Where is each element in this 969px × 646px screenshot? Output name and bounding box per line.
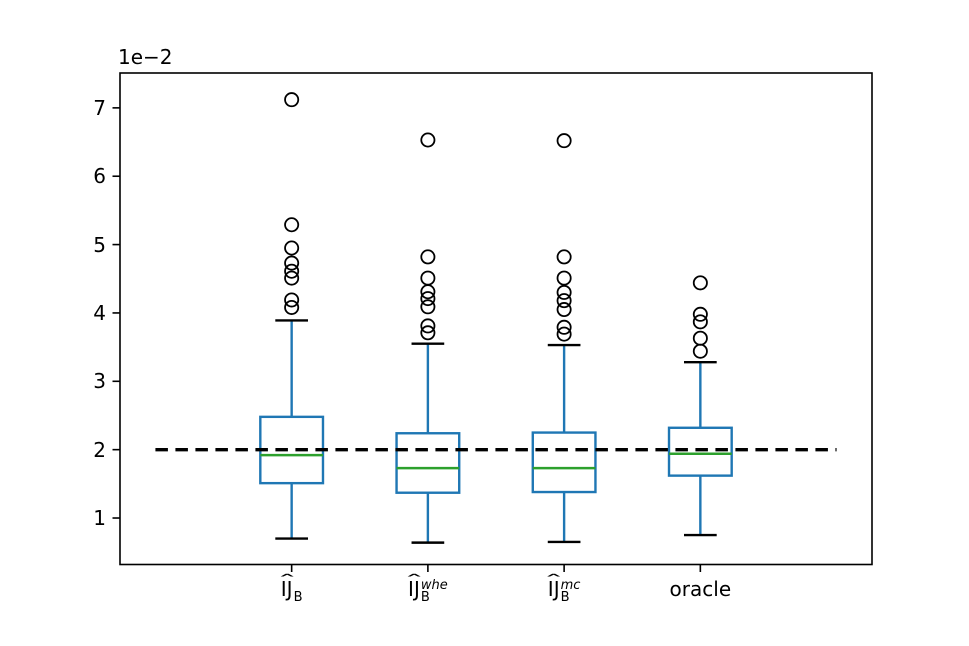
outlier-point (556, 293, 572, 309)
outlier-point (420, 318, 436, 334)
hat-accent: ˆ (276, 571, 298, 589)
y-tick-label-4: 4 (93, 300, 106, 325)
x-tick-label-oracle: oracle (670, 578, 732, 600)
outlier-point (692, 275, 708, 291)
label-main-text: IJ (408, 577, 420, 601)
y-tick-label-1: 1 (93, 506, 106, 531)
outlier-point (284, 292, 300, 308)
hat-accent: ˆ (403, 571, 425, 589)
outlier-point (284, 217, 300, 233)
box-iqr (667, 426, 733, 477)
outlier-point (556, 270, 572, 286)
y-tick-label-7: 7 (93, 95, 106, 120)
label-main-text: oracle (669, 577, 732, 601)
y-tick-label-2: 2 (93, 437, 106, 462)
outlier-point (420, 270, 436, 286)
label-subscript: B (420, 590, 430, 605)
outlier-point (284, 263, 300, 279)
outlier-point (284, 92, 300, 108)
outlier-point (284, 270, 300, 286)
outlier-point (556, 302, 572, 318)
label-main-text: IJ (547, 577, 560, 601)
y-tick-label-3: 3 (93, 369, 106, 394)
box-iqr (259, 415, 325, 485)
outlier-point (692, 306, 708, 322)
label-superscript: mc (560, 578, 581, 593)
outlier-point (556, 133, 572, 149)
outlier-point (420, 325, 436, 341)
y-tick-label-6: 6 (93, 164, 106, 189)
label-main-text: IJ (280, 577, 293, 601)
outlier-point (556, 326, 572, 342)
outlier-point (556, 319, 572, 335)
outlier-point (692, 330, 708, 346)
outlier-point (420, 299, 436, 315)
outlier-point (420, 132, 436, 148)
outlier-point (692, 343, 708, 359)
outlier-point (692, 314, 708, 330)
y-axis-offset-label: 1e−2 (118, 45, 173, 69)
label-superscript: whe (420, 578, 448, 593)
outlier-point (284, 299, 300, 315)
outlier-point (420, 249, 436, 265)
outlier-point (556, 284, 572, 300)
outlier-point (556, 249, 572, 265)
outlier-point (284, 255, 300, 271)
outlier-point (420, 291, 436, 307)
box-iqr (395, 432, 461, 494)
axes-spines (119, 72, 873, 566)
box-iqr (531, 431, 597, 494)
label-subscript: B (293, 590, 303, 605)
y-tick-label-5: 5 (93, 232, 106, 257)
outlier-point (284, 240, 300, 256)
hat-accent: ˆ (543, 571, 565, 589)
label-subscript: B (560, 590, 570, 605)
